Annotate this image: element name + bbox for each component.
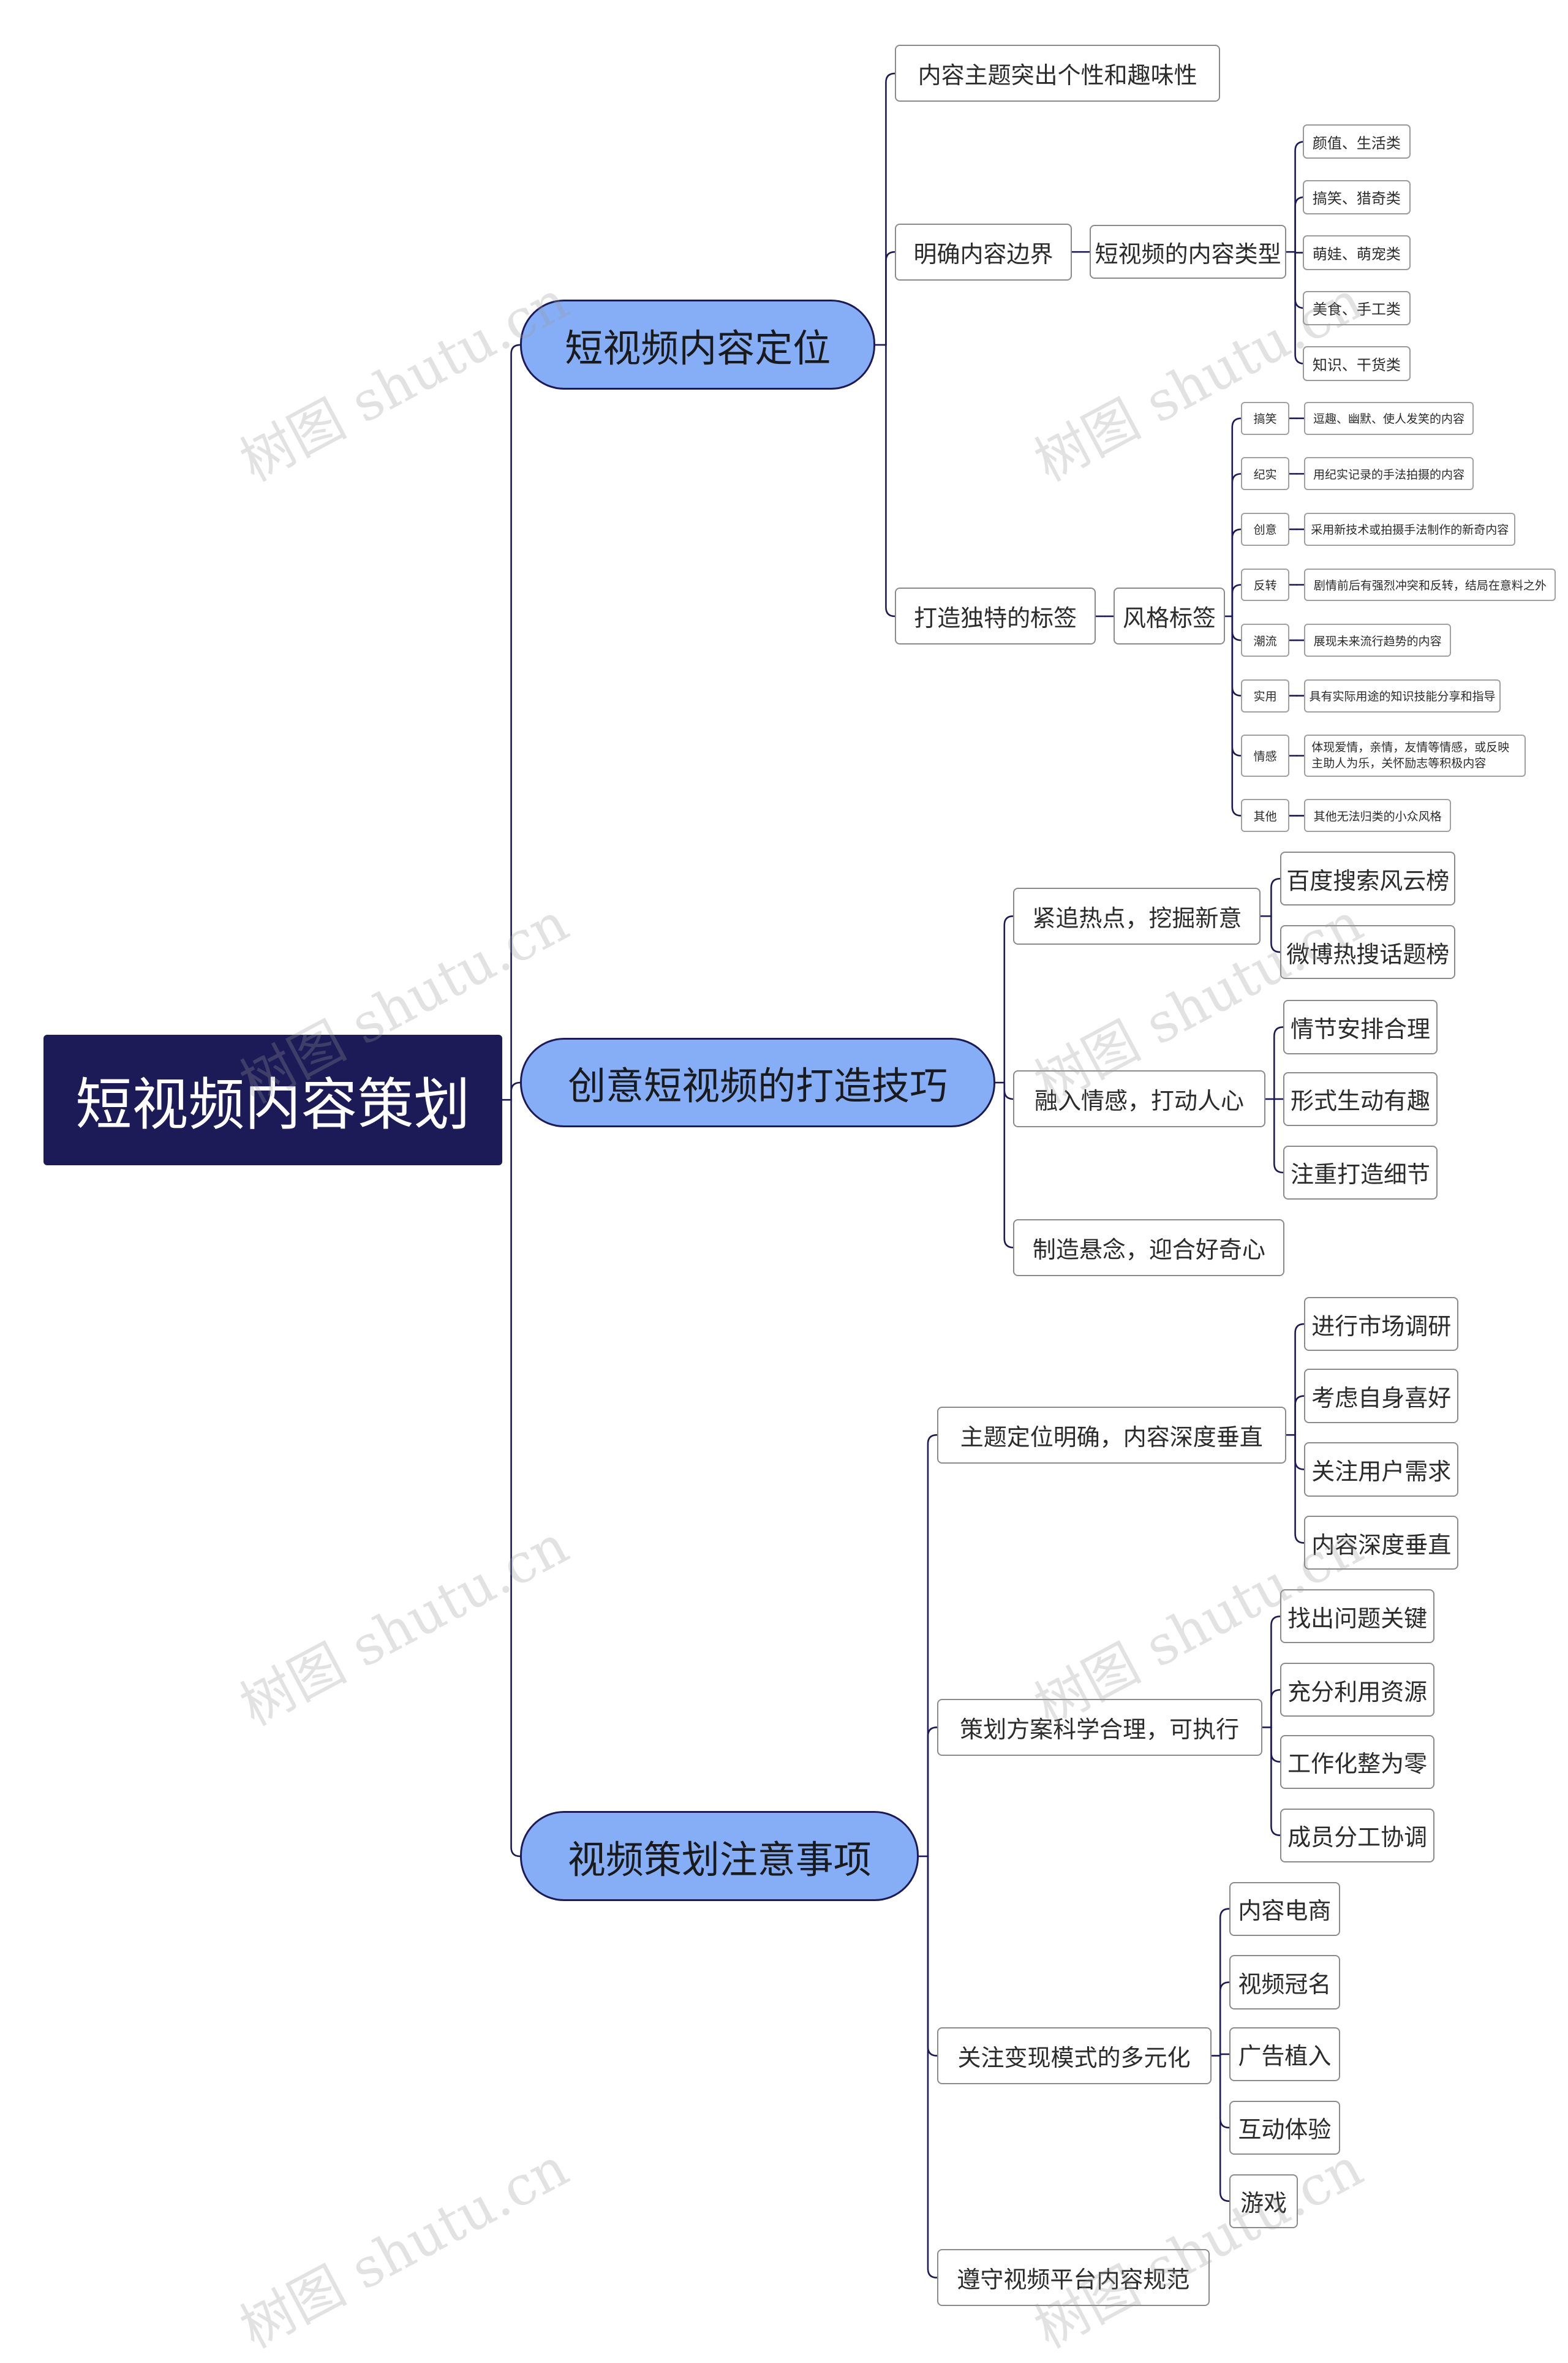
style-desc-8[interactable]: 其他无法归类的小众风格 [1304,799,1452,833]
b3-positioning[interactable]: 主题定位明确，内容深度垂直 [937,1406,1286,1464]
b2-emo-link-2 [1273,1098,1284,1174]
style-desc-3[interactable]: 采用新技术或拍摄手法制作的新奇内容 [1304,513,1516,546]
b2-link-1 [1003,1081,1014,1100]
b1-tags-link-3 [1231,584,1242,618]
b2-hot-item-2[interactable]: 微博热搜话题榜 [1280,925,1456,980]
b2-emo-item-2[interactable]: 形式生动有趣 [1283,1072,1438,1126]
b2-emo-item-1[interactable]: 情节安排合理 [1283,1000,1438,1054]
b3-scheme[interactable]: 策划方案科学合理，可执行 [937,1698,1262,1756]
b1-topic[interactable]: 内容主题突出个性和趣味性 [895,45,1221,102]
b3-sch-item-3[interactable]: 工作化整为零 [1280,1734,1435,1789]
style-desc-1[interactable]: 逗趣、幽默、使人发笑的内容 [1304,401,1474,435]
root-link-0 [510,344,521,1101]
b1-tags-link-2 [1231,528,1242,618]
b2-link-0 [1003,915,1014,1084]
b3-pos-link-1 [1294,1395,1305,1436]
b1-unique-tag[interactable]: 打造独特的标签 [895,588,1096,645]
b3-mon-item-5[interactable]: 游戏 [1229,2174,1298,2228]
b1-content-types[interactable]: 短视频的内容类型 [1090,225,1286,279]
b3-pos-item-4[interactable]: 内容深度垂直 [1304,1516,1459,1570]
b3-mon-item-3[interactable]: 广告植入 [1229,2027,1340,2081]
b3-pos-link-0 [1294,1323,1305,1436]
branch-3[interactable]: 视频策划注意事项 [520,1811,919,1902]
mind-map: 短视频内容策划 短视频内容定位创意短视频的打造技巧视频策划注意事项 内容主题突出个性… [43,45,1556,2360]
connector-lines [501,72,1305,2278]
b3-sch-link-0 [1270,1616,1281,1728]
b3-mon-link-0 [1219,1908,1231,2057]
content-type-3[interactable]: 萌娃、萌宠类 [1302,235,1411,270]
b3-monetize[interactable]: 关注变现模式的多元化 [937,2027,1212,2084]
b3-sch-link-2 [1270,1726,1281,1763]
b3-sch-link-1 [1270,1688,1281,1728]
b3-pos-link-2 [1294,1434,1305,1470]
b1-tags-link-5 [1231,615,1242,697]
content-type-4[interactable]: 美食、手工类 [1302,290,1411,326]
b3-pos-link-3 [1294,1434,1305,1544]
branch-1[interactable]: 短视频内容定位 [520,300,876,390]
b2-hot-item-1[interactable]: 百度搜索风云榜 [1280,852,1456,906]
branch-2[interactable]: 创意短视频的打造技巧 [520,1037,996,1128]
b3-mon-item-2[interactable]: 视频冠名 [1229,1955,1340,2009]
b1-boundary[interactable]: 明确内容边界 [895,223,1072,281]
b3-pos-item-3[interactable]: 关注用户需求 [1304,1442,1459,1497]
style-tag-6[interactable]: 实用 [1241,679,1289,713]
b2-emo-item-3[interactable]: 注重打造细节 [1283,1145,1438,1200]
b1-tags-link-7 [1231,615,1242,817]
b2-link-2 [1003,1081,1014,1249]
b3-sch-item-1[interactable]: 找出问题关键 [1280,1589,1435,1644]
b1-tags-link-4 [1231,615,1242,641]
b3-link-1 [927,1726,938,1858]
b3-pos-item-2[interactable]: 考虑自身喜好 [1304,1369,1459,1423]
b1-style-tag[interactable]: 风格标签 [1114,588,1225,645]
style-tag-3[interactable]: 创意 [1241,513,1289,546]
style-tag-5[interactable]: 潮流 [1241,624,1289,657]
b3-mon-link-4 [1219,2055,1231,2202]
b1-link-0 [885,72,896,346]
b2-hotspot[interactable]: 紧追热点，挖掘新意 [1013,887,1261,945]
style-desc-6[interactable]: 具有实际用途的知识技能分享和指导 [1304,679,1501,713]
content-type-2[interactable]: 搞笑、猎奇类 [1302,180,1411,214]
root-node[interactable]: 短视频内容策划 [43,1034,502,1165]
content-type-1[interactable]: 颜值、生活类 [1302,124,1411,159]
b2-emo-link-0 [1273,1026,1284,1100]
b3-sch-item-2[interactable]: 充分利用资源 [1280,1663,1435,1717]
b3-sch-item-4[interactable]: 成员分工协调 [1280,1808,1435,1862]
b1-tags-link-0 [1231,417,1242,618]
b3-mon-link-3 [1219,2055,1231,2129]
style-desc-7[interactable]: 体现爱情，亲情，友情等情感，或反映主助人为乐，关怀励志等积极内容 [1304,735,1526,777]
b3-mon-link-1 [1219,1981,1231,2057]
b3-link-2 [927,1855,938,2057]
content-type-5[interactable]: 知识、干货类 [1302,346,1411,381]
b3-mon-item-1[interactable]: 内容电商 [1229,1881,1340,1936]
b1-link-2 [885,344,896,618]
b3-sch-link-3 [1270,1726,1281,1836]
style-tag-2[interactable]: 纪实 [1241,457,1289,491]
b3-pos-item-1[interactable]: 进行市场调研 [1304,1297,1459,1352]
b3-link-0 [927,1434,938,1858]
b2-hot-link-0 [1270,877,1281,917]
b2-hot-link-1 [1270,915,1281,953]
root-link-2 [510,1098,521,1858]
root-link-1 [510,1081,521,1101]
style-tag-8[interactable]: 其他 [1241,799,1289,833]
style-desc-2[interactable]: 用纪实记录的手法拍摄的内容 [1304,457,1474,491]
b2-emotion[interactable]: 融入情感，打动人心 [1013,1070,1265,1128]
style-tag-7[interactable]: 情感 [1241,735,1289,777]
b1-tags-link-1 [1231,473,1242,618]
style-desc-5[interactable]: 展现未来流行趋势的内容 [1304,624,1452,657]
b1-link-1 [885,251,896,346]
style-tag-1[interactable]: 搞笑 [1241,401,1289,435]
b3-mon-link-2 [1219,2053,1231,2057]
b3-mon-item-4[interactable]: 互动体验 [1229,2100,1340,2155]
b2-suspense[interactable]: 制造悬念，迎合好奇心 [1013,1219,1285,1276]
b3-link-3 [927,1855,938,2278]
style-desc-4[interactable]: 剧情前后有强烈冲突和反转，结局在意料之外 [1304,568,1556,602]
b3-compliance[interactable]: 遵守视频平台内容规范 [937,2249,1210,2307]
style-tag-4[interactable]: 反转 [1241,568,1289,602]
